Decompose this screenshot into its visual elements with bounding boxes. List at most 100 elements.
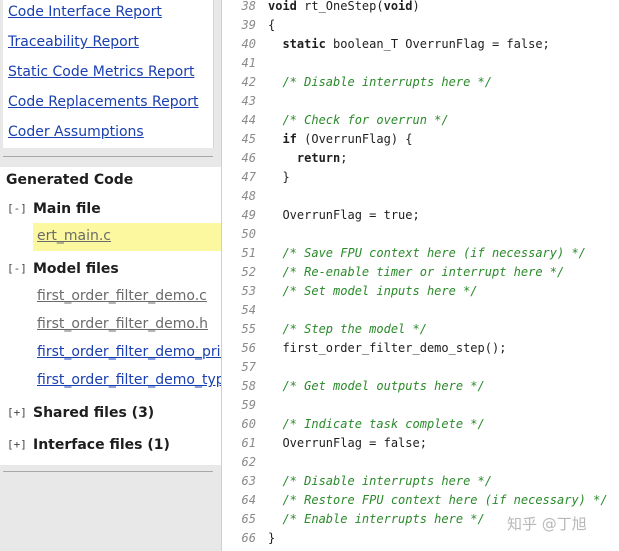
line-number[interactable]: 43 [241,94,256,108]
code-token [268,379,282,393]
line-number[interactable]: 46 [241,151,256,165]
code-text: OverrunFlag = false; [268,434,427,453]
code-token [268,265,282,279]
code-token [268,493,282,507]
code-line: 64 /* Restore FPU context here (if neces… [222,491,608,510]
file-link-first-order-filter-demo-c[interactable]: first_order_filter_demo.c [37,288,207,304]
line-number[interactable]: 59 [241,398,256,412]
file-link-first-order-filter-demo-priv[interactable]: first_order_filter_demo_priv [37,344,221,360]
code-token: OverrunFlag = false; [268,436,427,450]
line-number[interactable]: 56 [241,341,256,355]
code-line: 46 return; [222,149,348,168]
line-number[interactable]: 58 [241,379,256,393]
shared-files-group-label: Shared files (3) [33,405,155,421]
line-number[interactable]: 66 [241,531,256,545]
code-text: /* Save FPU context here (if necessary) … [268,244,585,263]
line-number[interactable]: 60 [241,417,256,431]
code-comment: /* Disable interrupts here */ [282,474,492,488]
code-token [268,37,282,51]
code-text: } [268,529,275,548]
line-number[interactable]: 52 [241,265,256,279]
line-number[interactable]: 61 [241,436,256,450]
static-code-metrics-report-link[interactable]: Static Code Metrics Report [8,64,195,80]
line-number[interactable]: 48 [241,189,256,203]
code-token [268,75,282,89]
line-number[interactable]: 38 [241,0,256,13]
model-files-collapse-toggle[interactable]: [-] [7,262,27,275]
watermark-text: 知乎 @丁旭 [507,515,587,533]
code-keyword: void [268,0,297,13]
code-token: rt_OneStep( [296,0,384,13]
code-token [268,113,282,127]
line-number[interactable]: 63 [241,474,256,488]
code-line: 50 [222,225,256,244]
code-line: 58 /* Get model outputs here */ [222,377,485,396]
code-text: /* Disable interrupts here */ [268,73,492,92]
code-text: if (OverrunFlag) { [268,130,413,149]
code-token: } [268,170,290,184]
code-token [268,151,297,165]
line-number[interactable]: 44 [241,113,256,127]
code-token: (OverrunFlag) { [296,132,413,146]
code-token: boolean_T OverrunFlag = false; [325,37,550,51]
code-line: 48 [222,187,256,206]
code-comment: /* Indicate task complete */ [282,417,485,431]
code-comment: /* Check for overrun */ [282,113,449,127]
line-number[interactable]: 62 [241,455,256,469]
code-keyword: if [282,132,297,146]
file-link-first-order-filter-demo-types[interactable]: first_order_filter_demo_typ [37,372,221,388]
code-token [268,417,282,431]
line-number[interactable]: 41 [241,56,256,70]
line-number[interactable]: 49 [241,208,256,222]
code-text: OverrunFlag = true; [268,206,419,225]
line-number[interactable]: 65 [241,512,256,526]
main-file-collapse-toggle[interactable]: [-] [7,202,27,215]
file-link-first-order-filter-demo-h[interactable]: first_order_filter_demo.h [37,316,209,332]
line-number[interactable]: 55 [241,322,256,336]
line-number[interactable]: 54 [241,303,256,317]
line-number[interactable]: 51 [241,246,256,260]
section-divider [3,156,213,157]
code-comment: /* Enable interrupts here */ [282,512,485,526]
code-comment: /* Restore FPU context here (if necessar… [282,493,608,507]
code-replacements-report-link[interactable]: Code Replacements Report [8,94,199,110]
line-number[interactable]: 64 [241,493,256,507]
line-number[interactable]: 53 [241,284,256,298]
line-number[interactable]: 42 [241,75,256,89]
code-line: 57 [222,358,256,377]
file-link-ert-main-c[interactable]: ert_main.c [37,228,111,244]
code-text: /* Step the model */ [268,320,427,339]
code-comment: /* Step the model */ [282,322,427,336]
code-text: return; [268,149,348,168]
coder-assumptions-link[interactable]: Coder Assumptions [8,124,144,140]
line-number[interactable]: 39 [241,18,256,32]
line-number[interactable]: 40 [241,37,256,51]
pane-splitter[interactable] [221,0,222,551]
code-line: 44 /* Check for overrun */ [222,111,449,130]
code-token: } [268,531,276,545]
shared-files-expand-toggle[interactable]: [+] [7,406,27,419]
line-number[interactable]: 47 [241,170,256,184]
code-line: 59 [222,396,256,415]
code-text: /* Set model inputs here */ [268,282,477,301]
code-token [268,512,282,526]
line-number[interactable]: 45 [241,132,256,146]
code-line: 54 [222,301,256,320]
code-text: } [268,168,290,187]
code-line: 63 /* Disable interrupts here */ [222,472,492,491]
code-line: 47 } [222,168,290,187]
code-interface-report-link[interactable]: Code Interface Report [8,4,162,20]
interface-files-group-label: Interface files (1) [33,437,170,453]
code-keyword: void [383,0,413,13]
line-number[interactable]: 57 [241,360,256,374]
code-token [268,132,282,146]
code-text: /* Check for overrun */ [268,111,449,130]
code-line: 53 /* Set model inputs here */ [222,282,478,301]
code-line: 49 OverrunFlag = true; [222,206,420,225]
code-line: 45 if (OverrunFlag) { [222,130,413,149]
traceability-report-link[interactable]: Traceability Report [8,34,139,50]
line-number[interactable]: 50 [241,227,256,241]
code-line: 66} [222,529,276,548]
interface-files-expand-toggle[interactable]: [+] [7,438,27,451]
